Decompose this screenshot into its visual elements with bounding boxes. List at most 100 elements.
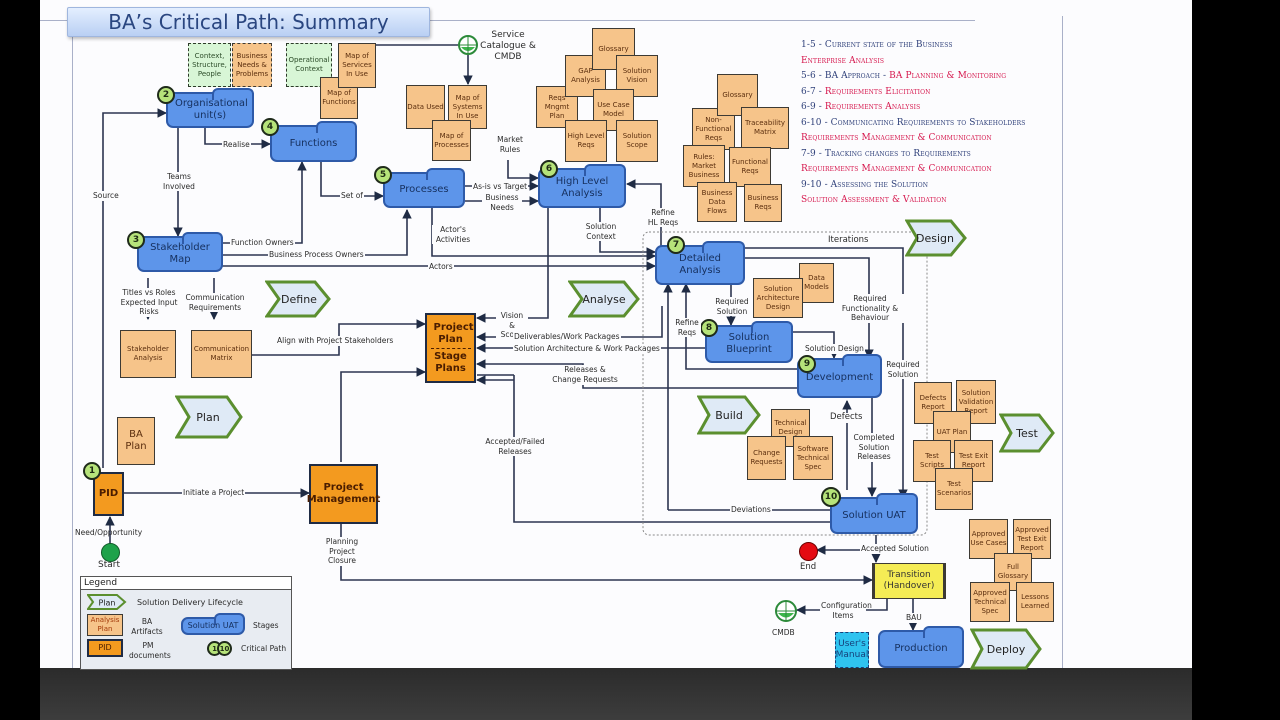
label-required-solution-2: Required Solution xyxy=(883,360,923,379)
phase-analyse[interactable]: Analyse xyxy=(568,280,640,318)
phase-deploy[interactable]: Deploy xyxy=(970,628,1042,670)
line-accepted-failed xyxy=(477,374,830,523)
label-iterations: Iterations xyxy=(827,235,870,246)
label-refine-hl: Refine HL Reqs xyxy=(646,208,680,227)
artifact-stakeholder-analysis: Stakeholder Analysis xyxy=(120,330,176,378)
artifact-non-functional: Non-Functional Reqs xyxy=(692,108,735,150)
label-sol-arch-wp: Solution Architecture & Work Packages xyxy=(513,344,661,354)
artifact-change-requests: Change Requests xyxy=(747,436,786,480)
artifact-data-models: Data Models xyxy=(799,263,834,303)
label-required-func: Required Functionality & Behaviour xyxy=(836,294,904,323)
artifact-solution-vision: Solution Vision xyxy=(616,55,658,97)
critical-path-badge: 6 xyxy=(540,160,558,178)
label-start: Start xyxy=(98,560,120,570)
video-control-bar[interactable] xyxy=(40,668,1192,720)
start-node xyxy=(101,543,120,562)
phase-label: Design xyxy=(916,232,954,245)
artifact-test-scenarios: Test Scenarios xyxy=(935,468,973,510)
label-planning: Planning Project Closure xyxy=(320,537,364,566)
label-solution-design: Solution Design xyxy=(804,344,865,354)
phase-build[interactable]: Build xyxy=(697,395,761,435)
label-function-owners: Function Owners xyxy=(230,238,295,248)
label-accepted-solution: Accepted Solution xyxy=(860,544,930,554)
page-title: BA’s Critical Path: Summary xyxy=(67,7,430,37)
service-catalogue-icon xyxy=(458,35,478,55)
label-defects: Defects xyxy=(829,412,864,423)
stage-label: Development xyxy=(805,372,874,383)
stage-solution-blueprint[interactable]: Solution Blueprint xyxy=(705,321,793,363)
artifact-communication-matrix: Communication Matrix xyxy=(191,330,252,378)
legend-path-desc: Critical Path xyxy=(241,644,287,653)
label-align: Align with Project Stakeholders xyxy=(276,336,395,346)
stage-label: Processes xyxy=(399,184,449,195)
label-bp-owners: Business Process Owners xyxy=(268,250,365,260)
line-refine-reqs xyxy=(681,283,797,370)
phase-define[interactable]: Define xyxy=(265,280,331,318)
critical-path-summary: 1-5 - Current state of the Business Ente… xyxy=(801,38,1025,209)
stage-organisational-units[interactable]: Organisational unit(s) xyxy=(166,88,254,128)
phase-plan[interactable]: Plan xyxy=(175,395,243,439)
summary-line: 6-10 - Communicating Requirements to Sta… xyxy=(801,117,1026,128)
phase-label: Test xyxy=(1015,427,1038,440)
summary-line: Requirements Management & Communication xyxy=(801,164,992,174)
legend-phase-sample: Plan xyxy=(87,594,127,610)
stage-detailed-analysis[interactable]: Detailed Analysis xyxy=(655,241,745,285)
artifact-map-processes: Map of Processes xyxy=(432,120,471,161)
critical-path-badge: 9 xyxy=(798,355,816,373)
artifact-lessons-learned: Lessons Learned xyxy=(1016,582,1054,622)
plan-divider xyxy=(430,347,471,349)
line-function-owners xyxy=(222,161,307,244)
label-need: Need/Opportunity xyxy=(75,528,143,537)
legend-stage-sample: Solution UAT xyxy=(181,613,245,635)
artifact-approved-tech-spec: Approved Technical Spec xyxy=(970,582,1010,622)
stage-production[interactable]: Production xyxy=(878,626,964,668)
stage-label: Solution Blueprint xyxy=(726,332,772,355)
line-refine-hl xyxy=(626,179,662,252)
artifact-solution-arch: Solution Architecture Design xyxy=(753,278,803,318)
legend-title: Legend xyxy=(81,577,291,590)
stage-label: High Level Analysis xyxy=(555,176,609,199)
stage-functions[interactable]: Functions xyxy=(270,121,357,162)
artifact-users-manual: User's Manual xyxy=(835,632,869,668)
phase-label: Build xyxy=(715,409,743,422)
label-service-catalogue: Service Catalogue & CMDB xyxy=(480,30,536,62)
label-vision-scope: Vision & Scope xyxy=(496,311,528,340)
stage-processes[interactable]: Processes xyxy=(383,168,465,208)
line-bp-owners xyxy=(222,209,412,256)
label-cmdb: CMDB xyxy=(772,628,795,637)
artifact-business-data-flows: Business Data Flows xyxy=(697,182,737,222)
summary-line: Enterprise Analysis xyxy=(801,55,885,66)
summary-line: 6-7 - Requirements Elicitation xyxy=(801,86,931,97)
critical-path-badge: 8 xyxy=(700,319,718,337)
pm-project-plan[interactable]: Project Plan Stage Plans xyxy=(425,313,476,383)
label-solution-context: Solution Context xyxy=(581,222,621,241)
stage-stakeholder-map[interactable]: Stakeholder Map xyxy=(137,232,223,272)
left-rule xyxy=(72,16,73,668)
label-titles: Titles vs Roles Expected Input Risks xyxy=(116,288,182,317)
critical-path-badge: 3 xyxy=(127,231,145,249)
cmdb-icon xyxy=(775,600,797,622)
summary-line: 1-5 - Current state of the Business xyxy=(801,40,953,50)
top-rule xyxy=(40,20,975,21)
phase-test[interactable]: Test xyxy=(999,413,1055,453)
stage-high-level-analysis[interactable]: High Level Analysis xyxy=(538,164,626,208)
stage-label: Solution UAT xyxy=(842,509,906,521)
critical-path-badge: 10 xyxy=(821,487,841,507)
summary-line: 6-9 - Requirements Analysis xyxy=(801,102,921,112)
artifact-rules: Rules: Market Business xyxy=(683,145,725,187)
legend-artifact-sample: Analysis Plan xyxy=(87,614,123,636)
label-end: End xyxy=(800,562,817,572)
pm-project-management[interactable]: Project Management xyxy=(307,464,380,524)
pm-pid[interactable]: PID xyxy=(93,472,124,516)
summary-line: 9-10 - Assessing the Solution xyxy=(801,179,929,190)
artifact-business-needs: Business Needs & Problems xyxy=(232,43,272,87)
legend-artifact-desc: BA Artifacts xyxy=(131,617,163,636)
phase-label: Plan xyxy=(196,411,219,424)
label-comm-reqs: Communication Requirements xyxy=(180,293,250,312)
pm-transition[interactable]: Transition (Handover) xyxy=(872,563,946,599)
phase-design[interactable]: Design xyxy=(905,219,967,257)
stage-solution-uat[interactable]: Solution UAT xyxy=(830,493,918,534)
critical-path-badge: 7 xyxy=(667,236,685,254)
summary-line: 5-6 - BA Approach - BA Planning & Monito… xyxy=(801,71,1007,81)
artifact-context: Context, Structure, People xyxy=(188,43,231,87)
